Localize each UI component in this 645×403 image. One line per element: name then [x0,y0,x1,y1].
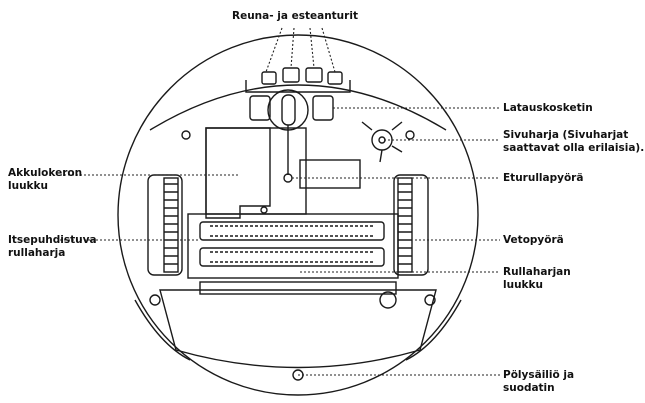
label-brush-door: Rullaharjan luukku [503,266,571,291]
dust-bin-shape [149,281,437,381]
robot-outer-body [117,34,479,396]
roller-brush-area [187,213,399,279]
left-drive-wheel [147,174,183,276]
label-side-brush: Sivuharja (Sivuharjat saattavat olla eri… [503,129,645,154]
label-front-wheel: Eturullapyörä [503,172,584,184]
charging-contact-shape [312,95,334,121]
leader-lines [60,27,500,376]
label-drive-wheel: Vetopyörä [503,234,564,246]
label-battery-door: Akkulokeron luukku [8,167,83,192]
right-drive-wheel [393,174,429,276]
side-brush-shape [361,121,403,163]
label-self-cleaning-brush: Itsepuhdistuva rullaharja [8,234,97,259]
battery-door-shape [205,127,307,219]
label-charging-contact: Latauskosketin [503,102,593,114]
front-caster-wheel [267,89,309,183]
label-bin-filter: Pölysäiliö ja suodatin [503,369,575,394]
robot-inner-rim [149,84,447,131]
label-edge-sensors: Reuna- ja esteanturit [232,10,358,22]
